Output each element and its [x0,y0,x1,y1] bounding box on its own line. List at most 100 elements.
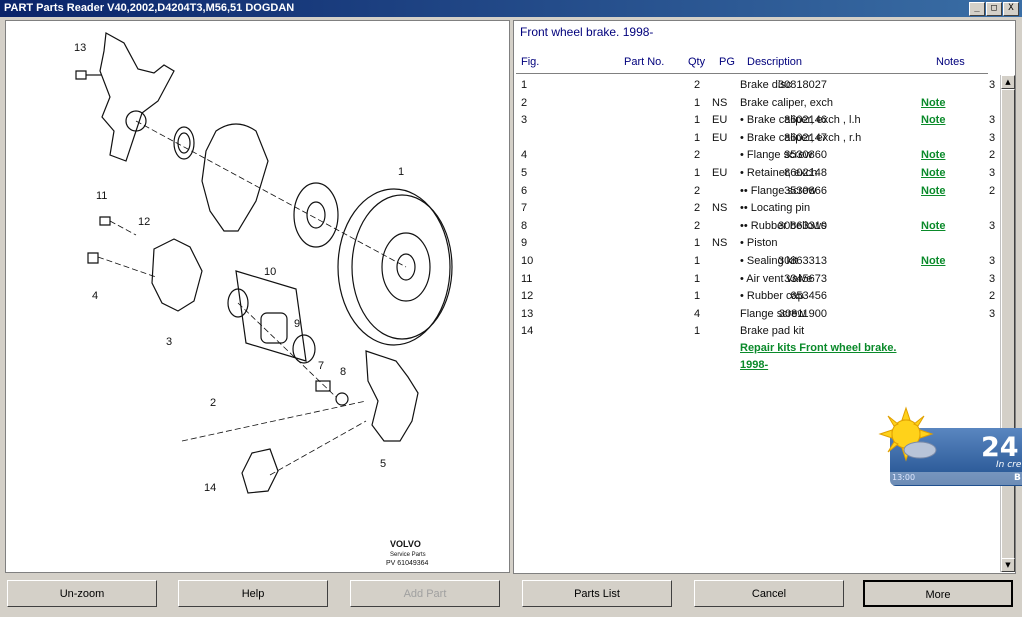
row-ref-number: 3 [989,272,996,285]
callout: 13 [74,42,86,54]
wheel-hub [293,182,339,248]
row-description: Brake disc [740,79,792,91]
callout: 1 [398,166,404,178]
maximize-icon[interactable]: □ [986,2,1002,16]
title-bar: PART Parts Reader V40,2002,D4204T3,M56,5… [0,0,1022,17]
weather-bar [890,472,1022,485]
row-ref-number: 3 [989,255,996,267]
header-pg: PG [719,56,735,68]
row-note-link[interactable]: Note [921,96,946,109]
row-description: •• Flange screw [740,184,817,197]
add-part-button[interactable]: Add Part [350,580,500,607]
row-description: • Piston [740,237,778,250]
row-note-link[interactable]: Note [921,149,946,162]
row-note-link[interactable]: Note [921,167,946,179]
brake-disc-hat [381,232,431,302]
flange-screw-4 [87,252,99,264]
row-qty: 1 [694,114,701,127]
row-note-link[interactable]: Note [921,219,946,232]
brake-disc-bore [396,253,416,281]
row-fig: 4 [521,149,528,162]
cancel-button[interactable]: Cancel [694,580,844,607]
caliper-bracket [365,350,419,442]
unzoom-button[interactable]: Un-zoom [7,580,157,607]
row-description: • Flange screw [740,149,813,162]
callout: 12 [138,216,150,228]
callout: 7 [318,360,324,372]
scroll-up-icon[interactable]: ▲ [1001,75,1015,89]
row-ref-number: 3 [989,131,996,144]
weather-gadget[interactable]: 24 In cre 13:00 B [878,406,1022,492]
row-part-no: 30811900 [778,307,827,320]
row-fig: 1 [521,79,528,91]
diagram-panel[interactable]: 13 11 12 4 10 3 9 7 8 1 2 5 14 VOLVO Ser… [5,20,510,573]
brake-disc-face [351,194,453,340]
row-description: • Air vent valve [740,272,813,285]
row-pg: EU [712,114,728,127]
row-fig: 9 [521,237,528,250]
close-icon[interactable]: X [1003,2,1019,16]
row-qty: 2 [694,79,701,91]
sealing-kit-box [235,270,307,362]
row-description: •• Rubber bellows [740,219,827,232]
weather-temperature: 24 [981,432,1019,463]
row-ref-number: 3 [989,167,996,179]
row-qty: 2 [694,184,701,197]
header-fig: Fig. [521,56,540,68]
row-description: Brake pad kit [740,325,805,338]
more-button[interactable]: More [863,580,1013,607]
row-ref-number: 3 [989,219,996,232]
help-button[interactable]: Help [178,580,328,607]
row-qty: 1 [694,96,701,109]
minimize-icon[interactable]: _ [969,2,985,16]
row-qty: 1 [694,255,701,267]
row-ref-number: 2 [989,184,996,197]
row-description: Flange screw [740,307,806,320]
row-fig: 6 [521,184,528,197]
window-controls: _ □ X [969,2,1019,16]
weather-letter: B [1014,473,1021,483]
repair-kits-link[interactable]: Repair kits Front wheel brake. 1998- [740,342,897,371]
row-part-no: 8602148 [784,167,827,179]
row-qty: 1 [694,272,701,285]
scroll-down-icon[interactable]: ▼ [1001,558,1015,572]
window-title: PART Parts Reader V40,2002,D4204T3,M56,5… [4,2,295,14]
header-divider [516,73,988,74]
vertical-scrollbar[interactable]: ▲ ▼ [1000,75,1015,572]
row-ref-number: 3 [989,114,996,127]
volvo-brand: VOLVO [390,539,421,549]
parts-list-button[interactable]: Parts List [522,580,672,607]
brake-pad [241,448,279,494]
row-fig: 11 [521,272,533,285]
row-note-link[interactable]: Note [921,114,946,127]
row-part-no: 30863310 [778,219,827,232]
row-qty: 2 [694,149,701,162]
callout-labels: 13 11 12 4 10 3 9 7 8 1 2 5 14 VOLVO Ser… [74,42,429,567]
row-part-no: 8602146 [784,114,827,127]
row-note-link[interactable]: Note [921,184,946,197]
steering-knuckle [99,32,175,162]
row-note-link[interactable]: Note [921,255,946,267]
air-vent-valve [99,216,111,226]
row-ref-number: 2 [989,149,996,162]
assembly-lines [97,120,407,476]
seal-ring [227,288,249,318]
bearing-ring [173,126,195,160]
brake-exploded-diagram[interactable]: 13 11 12 4 10 3 9 7 8 1 2 5 14 VOLVO Ser… [6,21,509,572]
locating-pin [315,380,331,392]
